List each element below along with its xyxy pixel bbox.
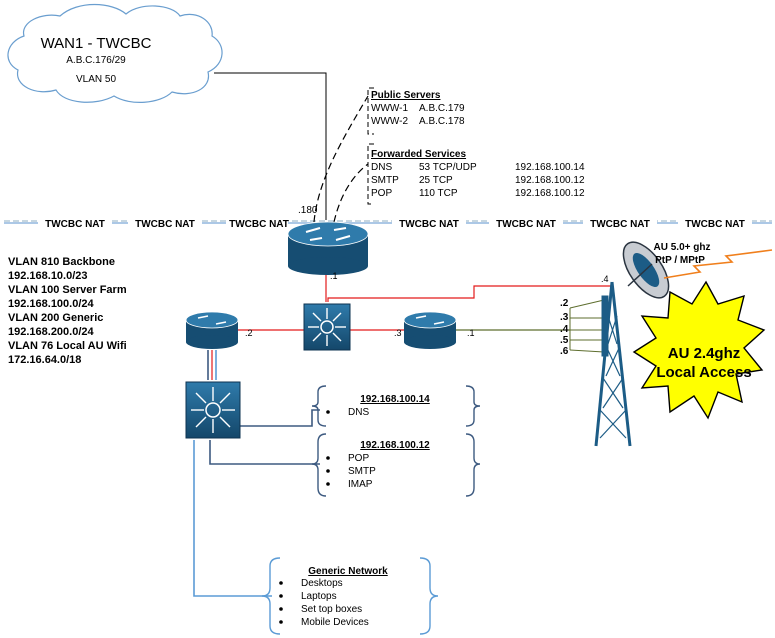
tower-red-label: .4 — [601, 274, 609, 284]
vlan-name: VLAN 200 Generic — [8, 312, 103, 324]
ptp-band-label: AU 5.0+ ghz — [654, 242, 711, 253]
vlan-name: VLAN 100 Server Farm — [8, 284, 127, 296]
mid-router-right-label: .1 — [467, 328, 475, 338]
switch-to-dns-link — [229, 409, 320, 427]
public-servers-callout: Public Servers WWW-1 A.B.C.179 WWW-2 A.B… — [367, 87, 465, 135]
dish-antenna-icon — [622, 241, 670, 299]
left-router-ip-label: .2 — [245, 328, 253, 338]
generic-network-heading: Generic Network — [308, 566, 388, 577]
switch-to-mail-link — [209, 440, 320, 465]
bullet-icon — [326, 410, 330, 414]
forwarded-service-port: 110 TCP — [419, 188, 458, 199]
forwarded-service-name: DNS — [371, 162, 392, 173]
forwarded-services-callout-line — [333, 163, 369, 223]
left-router-to-switch-trunk — [207, 350, 217, 380]
switch-arrows-icon — [191, 387, 235, 433]
nat-label: TWCBC NAT — [399, 219, 459, 230]
public-server-name: WWW-2 — [371, 116, 408, 127]
server-service: POP — [348, 453, 369, 464]
server-service: DNS — [348, 407, 369, 418]
tower-port-labels: .2 .3 .4 .5 .6 — [560, 298, 569, 357]
ptp-mode-label: PtP / MPtP — [655, 255, 705, 266]
tower-port-label: .3 — [560, 312, 569, 323]
vlan-subnet: 192.168.10.0/23 — [8, 270, 88, 282]
bullet-icon — [279, 594, 283, 598]
tower-port-label: .5 — [560, 335, 569, 346]
nat-label: TWCBC NAT — [590, 219, 650, 230]
tower-port-links — [569, 299, 605, 353]
core-router-ip-label: .180 — [298, 205, 318, 216]
server-service: SMTP — [348, 466, 376, 477]
vlan-legend: VLAN 810 Backbone 192.168.10.0/23 VLAN 1… — [8, 256, 127, 366]
public-server-ip: A.B.C.179 — [419, 103, 465, 114]
core-switch — [303, 303, 351, 351]
nat-label: TWCBC NAT — [45, 219, 105, 230]
wan-uplink-line — [214, 72, 327, 220]
server-ip: 192.168.100.12 — [360, 440, 430, 451]
forwarded-services-callout: Forwarded Services DNS 53 TCP/UDP 192.16… — [367, 143, 585, 205]
signal-bolt-icon — [663, 249, 773, 279]
wan-subnet: A.B.C.176/29 — [66, 55, 126, 66]
forwarded-service-name: POP — [371, 188, 392, 199]
wan-title: WAN1 - TWCBC — [41, 35, 152, 52]
forwarded-service-ip: 192.168.100.14 — [515, 162, 585, 173]
vlan-subnet: 192.168.100.0/24 — [8, 298, 95, 310]
server-group-dns: 192.168.100.14 DNS — [311, 385, 481, 427]
vlan-subnet: 172.16.64.0/18 — [8, 354, 81, 366]
radio-tower — [594, 281, 632, 447]
wan-vlan: VLAN 50 — [76, 74, 116, 85]
vlan-subnet: 192.168.200.0/24 — [8, 326, 95, 338]
generic-network-item: Set top boxes — [301, 604, 362, 615]
server-service: IMAP — [348, 479, 373, 490]
forwarded-service-port: 25 TCP — [419, 175, 453, 186]
router-arrows-icon — [415, 315, 445, 325]
core-router — [287, 221, 369, 275]
router-arrows-icon — [197, 315, 227, 325]
tower-port-label: .6 — [560, 346, 569, 357]
bullet-icon — [326, 456, 330, 460]
nat-label: TWCBC NAT — [685, 219, 745, 230]
public-server-ip: A.B.C.178 — [419, 116, 465, 127]
forwarded-services-heading: Forwarded Services — [371, 149, 466, 160]
left-router — [185, 311, 239, 349]
access-switch — [185, 381, 241, 439]
nat-label: TWCBC NAT — [229, 219, 289, 230]
nat-label: TWCBC NAT — [496, 219, 556, 230]
bullet-icon — [279, 620, 283, 624]
generic-network-item: Laptops — [301, 591, 337, 602]
bullet-icon — [279, 607, 283, 611]
vlan-name: VLAN 810 Backbone — [8, 256, 115, 268]
local-access-label: Local Access — [656, 364, 751, 381]
switch-to-tower-link — [327, 285, 612, 302]
tower-port-label: .2 — [560, 298, 569, 309]
public-servers-callout-line — [313, 95, 369, 223]
forwarded-service-port: 53 TCP/UDP — [419, 162, 477, 173]
bullet-icon — [326, 482, 330, 486]
server-ip: 192.168.100.14 — [360, 394, 430, 405]
bullet-icon — [326, 469, 330, 473]
local-access-band: AU 2.4ghz — [668, 345, 741, 362]
local-access-starburst: AU 2.4ghz Local Access — [632, 280, 766, 420]
generic-network-item: Mobile Devices — [301, 617, 369, 628]
tower-port-label: .4 — [560, 324, 569, 335]
switch-arrows-icon — [308, 308, 346, 346]
forwarded-service-ip: 192.168.100.12 — [515, 175, 585, 186]
nat-label: TWCBC NAT — [135, 219, 195, 230]
generic-network-item: Desktops — [301, 578, 343, 589]
generic-network-group: Generic Network Desktops Laptops Set top… — [261, 557, 439, 635]
switch-to-generic-link — [193, 440, 272, 597]
nat-labels: TWCBC NAT TWCBC NAT TWCBC NAT TWCBC NAT … — [38, 216, 752, 230]
core-router-down-label: .1 — [330, 271, 338, 281]
wan-cloud: WAN1 - TWCBC A.B.C.176/29 VLAN 50 — [7, 4, 223, 103]
public-server-name: WWW-1 — [371, 103, 408, 114]
forwarded-service-ip: 192.168.100.12 — [515, 188, 585, 199]
forwarded-service-name: SMTP — [371, 175, 399, 186]
public-servers-heading: Public Servers — [371, 90, 441, 101]
mid-router-left-label: .3 — [394, 328, 402, 338]
bullet-icon — [279, 581, 283, 585]
server-group-mail: 192.168.100.12 POP SMTP IMAP — [311, 433, 481, 497]
mid-router — [403, 311, 457, 349]
vlan-name: VLAN 76 Local AU Wifi — [8, 340, 127, 352]
router-arrows-icon — [305, 227, 351, 241]
